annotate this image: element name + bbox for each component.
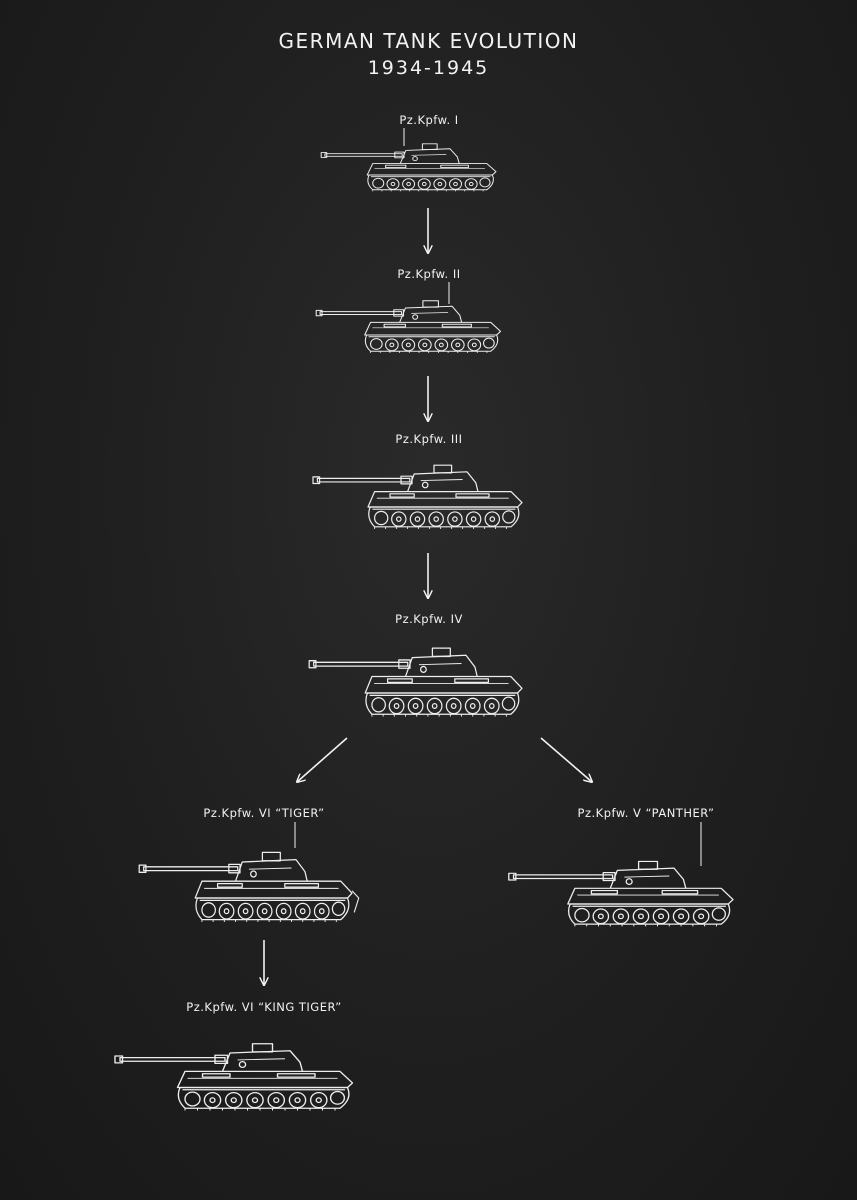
arrow-pz4-tiger [297, 737, 348, 782]
tank-label-panther: Pz.Kpfw. V “PANTHER” [577, 806, 715, 820]
poster-title: GERMAN TANK EVOLUTION [278, 29, 579, 53]
tank-pz1 [320, 143, 497, 192]
poster-years: 1934-1945 [367, 57, 490, 79]
tank-tiger [138, 851, 359, 923]
tank-label-kingtiger: Pz.Kpfw. VI “KING TIGER” [186, 1000, 342, 1014]
tank-label-tiger: Pz.Kpfw. VI “TIGER” [203, 806, 325, 820]
tank-label-pz2: Pz.Kpfw. II [397, 267, 461, 281]
tank-label-pz3: Pz.Kpfw. III [395, 432, 463, 446]
tank-label-pz4: Pz.Kpfw. IV [395, 612, 463, 626]
tank-pz3 [312, 464, 523, 530]
tank-pz2 [315, 300, 502, 354]
arrow-pz4-panther [540, 737, 592, 782]
tank-label-pz1: Pz.Kpfw. I [399, 113, 459, 127]
tank-panther [508, 860, 734, 928]
tank-kingtiger [114, 1043, 354, 1112]
tank-pz4 [308, 647, 523, 718]
